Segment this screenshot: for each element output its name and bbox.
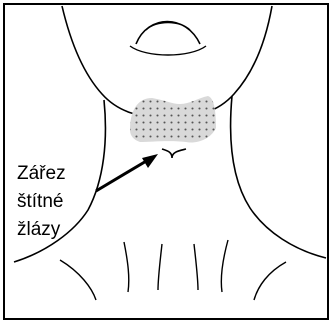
sternal-notch-mark xyxy=(162,149,186,158)
right-shoulder-line xyxy=(254,262,286,300)
chin-lower-curve xyxy=(130,46,206,55)
label-line-1: Zářez xyxy=(17,163,66,185)
label-line-3: žlázy xyxy=(17,219,60,241)
neck-right-side xyxy=(231,96,326,258)
label-line-2: štítné xyxy=(17,191,63,213)
submental-dots xyxy=(130,96,216,142)
pointer-arrow-head xyxy=(142,154,158,168)
center-line-left xyxy=(158,244,162,290)
left-shoulder-line xyxy=(60,260,96,300)
center-line-right xyxy=(194,244,198,290)
right-clavicle xyxy=(221,240,228,292)
chin-upper-curve xyxy=(136,22,200,45)
left-clavicle xyxy=(124,242,129,292)
pointer-arrow-line xyxy=(96,160,148,191)
